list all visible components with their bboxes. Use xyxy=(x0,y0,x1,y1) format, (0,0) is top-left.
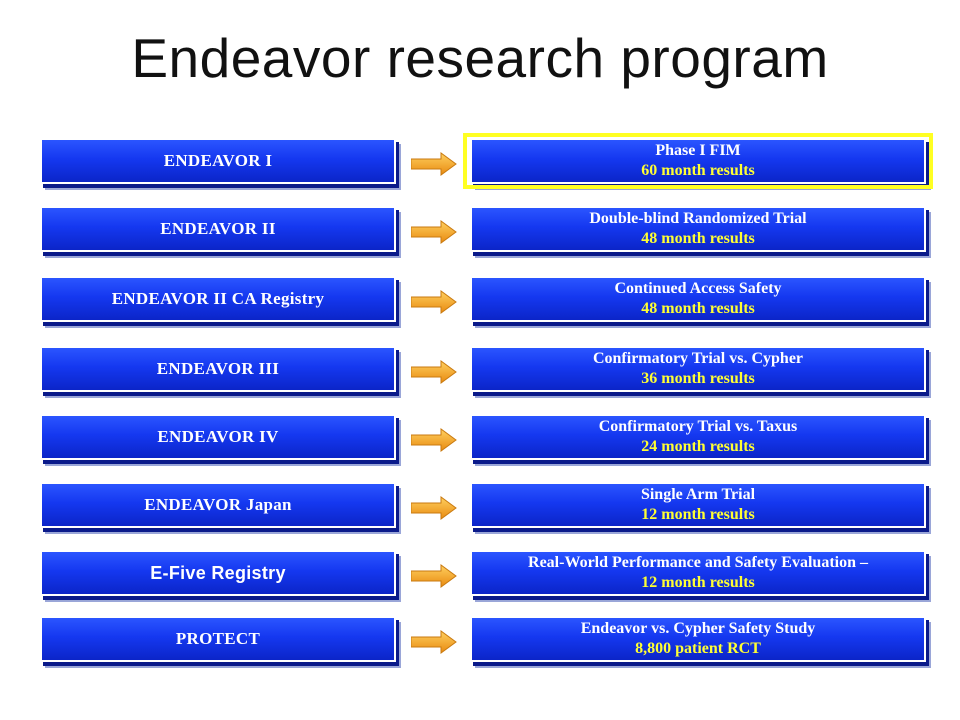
right-arrow-icon xyxy=(411,496,457,520)
result-box: Single Arm Trial 12 month results xyxy=(470,482,926,528)
program-row-endeavor-3: ENDEAVOR III Confirmatory Trial vs. Cyph… xyxy=(0,346,960,400)
study-description: Continued Access Safety xyxy=(614,280,782,297)
study-description: Endeavor vs. Cypher Safety Study xyxy=(580,620,816,637)
program-row-endeavor-japan: ENDEAVOR Japan Single Arm Trial 12 month… xyxy=(0,482,960,536)
slide-title: Endeavor research program xyxy=(131,27,829,89)
result-box: Endeavor vs. Cypher Safety Study 8,800 p… xyxy=(470,616,926,662)
study-description: Confirmatory Trial vs. Cypher xyxy=(592,350,804,367)
program-row-endeavor-2-ca: ENDEAVOR II CA Registry Continued Access… xyxy=(0,276,960,330)
study-description: Phase I FIM xyxy=(655,142,741,159)
study-results: 12 month results xyxy=(641,574,755,591)
study-box: ENDEAVOR II CA Registry xyxy=(40,276,396,322)
program-row-e-five: E-Five Registry Real-World Performance a… xyxy=(0,550,960,604)
program-row-endeavor-2: ENDEAVOR II Double-blind Randomized Tria… xyxy=(0,206,960,260)
study-results: 12 month results xyxy=(641,506,755,523)
study-description: Confirmatory Trial vs. Taxus xyxy=(598,418,798,435)
result-box: Phase I FIM 60 month results xyxy=(470,138,926,184)
study-box: ENDEAVOR Japan xyxy=(40,482,396,528)
study-results: 24 month results xyxy=(641,438,755,455)
right-arrow-icon xyxy=(411,428,457,452)
study-box: ENDEAVOR IV xyxy=(40,414,396,460)
study-label: E-Five Registry xyxy=(150,562,286,583)
study-label: ENDEAVOR II xyxy=(160,219,276,238)
study-description: Single Arm Trial xyxy=(640,486,756,503)
program-row-endeavor-4: ENDEAVOR IV Confirmatory Trial vs. Taxus… xyxy=(0,414,960,468)
study-results: 48 month results xyxy=(641,300,755,317)
program-row-endeavor-1: ENDEAVOR I Phase I FIM 60 month results xyxy=(0,133,960,192)
right-arrow-icon xyxy=(411,564,457,588)
right-arrow-icon xyxy=(411,360,457,384)
result-box: Continued Access Safety 48 month results xyxy=(470,276,926,322)
result-box: Confirmatory Trial vs. Taxus 24 month re… xyxy=(470,414,926,460)
study-label: ENDEAVOR II CA Registry xyxy=(111,289,325,308)
right-arrow-icon xyxy=(411,290,457,314)
study-label: ENDEAVOR Japan xyxy=(144,495,292,514)
study-results: 60 month results xyxy=(641,162,755,179)
study-box: E-Five Registry xyxy=(40,550,396,596)
result-box: Real-World Performance and Safety Evalua… xyxy=(470,550,926,596)
program-row-protect: PROTECT Endeavor vs. Cypher Safety Study… xyxy=(0,616,960,670)
study-box: PROTECT xyxy=(40,616,396,662)
study-label: ENDEAVOR IV xyxy=(157,427,279,446)
study-results: 36 month results xyxy=(641,370,755,387)
study-label: ENDEAVOR I xyxy=(163,151,273,170)
highlight-frame xyxy=(463,133,933,189)
study-results: 8,800 patient RCT xyxy=(635,640,761,657)
study-box: ENDEAVOR I xyxy=(40,138,396,184)
study-results: 48 month results xyxy=(641,230,755,247)
right-arrow-icon xyxy=(411,152,457,176)
study-label: ENDEAVOR III xyxy=(156,359,280,378)
study-description: Real-World Performance and Safety Evalua… xyxy=(528,554,868,571)
right-arrow-icon xyxy=(411,220,457,244)
study-description: Double-blind Randomized Trial xyxy=(589,210,807,227)
study-box: ENDEAVOR II xyxy=(40,206,396,252)
result-box: Double-blind Randomized Trial 48 month r… xyxy=(470,206,926,252)
right-arrow-icon xyxy=(411,630,457,654)
study-label: PROTECT xyxy=(175,629,261,648)
result-box: Confirmatory Trial vs. Cypher 36 month r… xyxy=(470,346,926,392)
study-box: ENDEAVOR III xyxy=(40,346,396,392)
